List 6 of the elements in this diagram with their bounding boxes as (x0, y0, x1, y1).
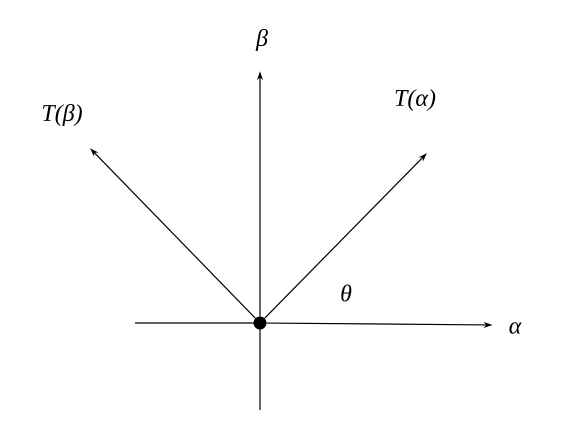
vector-label: β (256, 29, 268, 51)
origin-dot (254, 316, 266, 330)
vector-label: T(α) (396, 89, 436, 111)
vector-label: α (509, 322, 522, 334)
vector-label: T(β) (42, 104, 82, 126)
angle-label: θ (341, 284, 352, 302)
